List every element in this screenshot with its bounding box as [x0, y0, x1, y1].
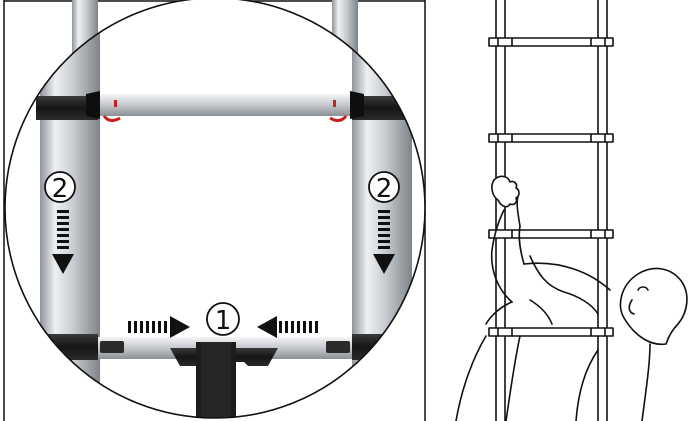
- step-1-badge: 1: [206, 302, 240, 336]
- arrow-down-dashed-icon: [52, 210, 74, 274]
- top-rung-latch-left: [114, 100, 117, 107]
- detail-magnified-view: [5, 0, 425, 418]
- person-upper-arm: [518, 225, 525, 265]
- ladder-rung: [488, 37, 614, 47]
- step-2-right-badge: 2: [368, 171, 400, 204]
- step-2-left-label: 2: [52, 174, 69, 204]
- top-rung-latch-right: [333, 100, 336, 107]
- person-hand: [491, 175, 520, 208]
- top-collar-left: [36, 96, 98, 120]
- person-head: [619, 267, 688, 346]
- circled-number-icon: [44, 171, 76, 203]
- release-button-right: [326, 341, 350, 353]
- person-climbing-ladder-illustration: [455, 0, 688, 421]
- person-leg-right: [575, 349, 599, 421]
- person-forearm: [490, 209, 513, 303]
- latch-spring-right: [329, 115, 348, 123]
- ladder-rung: [488, 229, 614, 239]
- step-1-label: 1: [215, 306, 232, 336]
- circled-number-icon: [368, 171, 400, 203]
- top-rung: [95, 94, 357, 116]
- person-chest: [641, 343, 651, 421]
- person-back: [523, 262, 611, 291]
- person-leg-middle: [505, 335, 521, 421]
- person-leg-left: [455, 335, 487, 421]
- release-button-left: [100, 341, 124, 353]
- detail-circle-outline: [4, 0, 426, 419]
- arrow-left-dashed-icon: [257, 316, 318, 338]
- ladder-rung: [488, 133, 614, 143]
- ladder-rung: [488, 327, 614, 337]
- step-2-right-label: 2: [376, 174, 393, 204]
- bottom-collar-right: [352, 334, 416, 360]
- latch-spring-left: [102, 115, 121, 123]
- step-2-left-badge: 2: [44, 171, 76, 204]
- circled-number-icon: [206, 302, 240, 336]
- arrow-right-dashed-icon: [128, 316, 190, 338]
- arrow-down-dashed-icon: [373, 210, 395, 274]
- detail-panel: 2 2 1: [3, 0, 426, 421]
